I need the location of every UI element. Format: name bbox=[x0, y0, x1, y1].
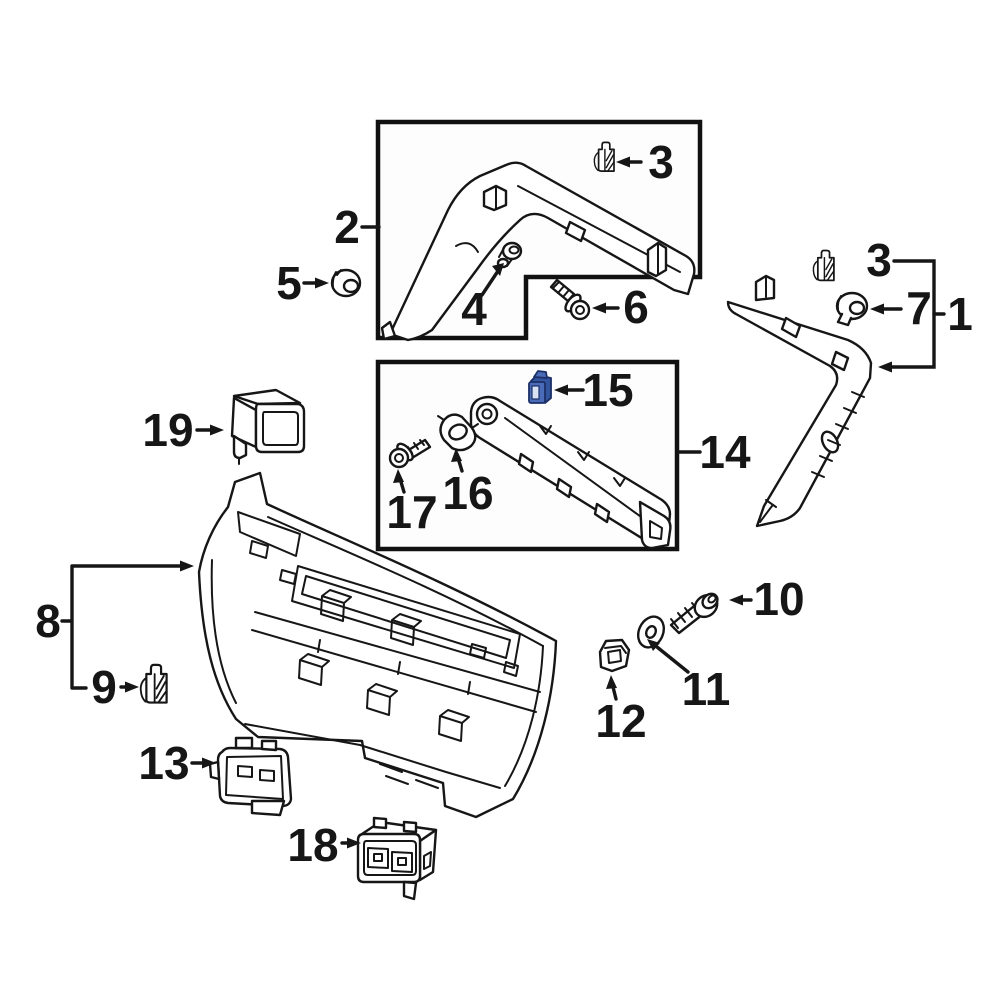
liftgate-trim-panel-drawing bbox=[197, 471, 558, 819]
callout-label-11: 11 bbox=[682, 663, 731, 715]
callout-label-14: 14 bbox=[699, 426, 751, 478]
grommet-16-drawing bbox=[437, 413, 479, 452]
callout-label-12: 12 bbox=[595, 695, 646, 747]
callout-label-10: 10 bbox=[753, 573, 804, 625]
callout-label-16: 16 bbox=[442, 467, 493, 519]
bolt-10-drawing bbox=[669, 592, 719, 635]
bracket-13-drawing bbox=[208, 736, 293, 817]
callout-label-18: 18 bbox=[287, 819, 338, 871]
blue-retainer-clip-15-drawing bbox=[528, 370, 552, 404]
retainer-clip-3-right-drawing bbox=[812, 249, 835, 282]
callout-label-9: 9 bbox=[91, 661, 117, 713]
push-nut-7-drawing bbox=[835, 291, 869, 327]
screw-4-drawing bbox=[496, 241, 523, 269]
callout-label-2: 2 bbox=[334, 201, 360, 253]
callout-label-3-right: 3 bbox=[866, 234, 892, 286]
callout-label-19: 19 bbox=[142, 404, 193, 456]
screw-6-drawing bbox=[549, 278, 591, 321]
handle-switch-18-drawing bbox=[356, 816, 438, 901]
bezel-19-drawing bbox=[230, 388, 306, 465]
callout-label-5: 5 bbox=[276, 257, 302, 309]
callout-labels: 1 2 3 3 4 5 6 7 8 9 10 11 12 13 14 15 16… bbox=[35, 136, 973, 871]
nut-12-drawing bbox=[598, 638, 631, 673]
washer-11-drawing bbox=[636, 615, 666, 649]
retainer-clip-9-drawing bbox=[139, 663, 168, 704]
callout-label-13: 13 bbox=[138, 737, 189, 789]
upper-trim-molding-drawing bbox=[380, 161, 696, 342]
corner-trim-molding-drawing bbox=[726, 274, 873, 528]
callout-label-15: 15 bbox=[582, 364, 633, 416]
sill-trim-plate-drawing bbox=[469, 395, 672, 550]
screw-17-drawing bbox=[388, 438, 432, 469]
callout-label-7: 7 bbox=[906, 282, 932, 334]
callout-label-17: 17 bbox=[386, 486, 437, 538]
callout-leaders bbox=[60, 156, 946, 849]
callout-label-1: 1 bbox=[947, 288, 973, 340]
callout-label-8: 8 bbox=[35, 595, 61, 647]
nut-5-drawing bbox=[330, 268, 362, 298]
callout-label-3-top: 3 bbox=[648, 136, 674, 188]
callout-label-6: 6 bbox=[623, 281, 649, 333]
callout-label-4: 4 bbox=[461, 283, 487, 335]
